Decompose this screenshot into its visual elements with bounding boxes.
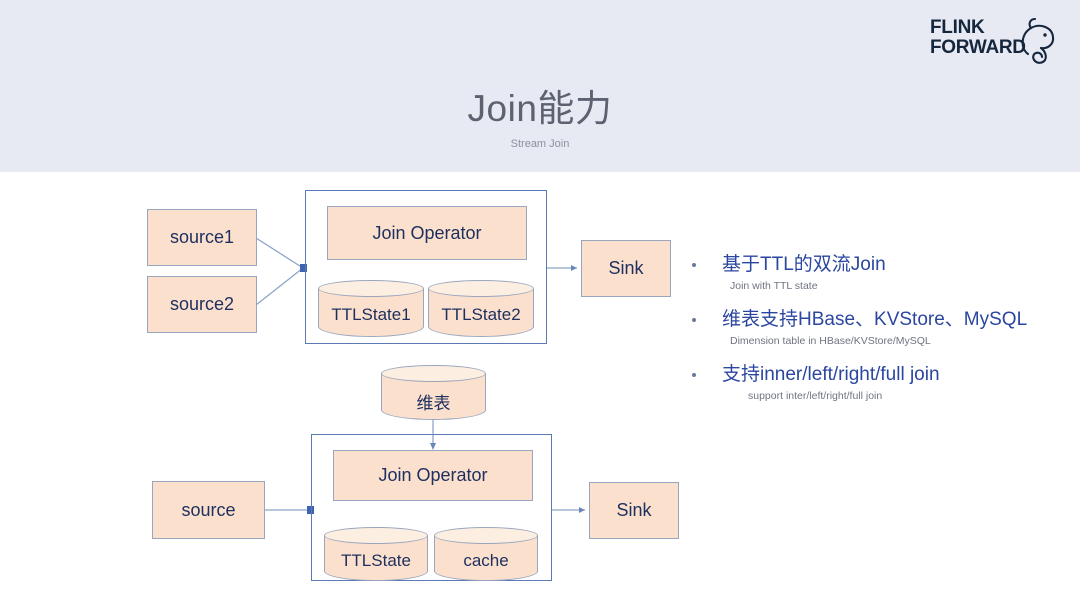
node-sink-bottom-label: Sink [616, 500, 652, 520]
logo-wordmark: FLINK FORWARD [930, 18, 1026, 58]
node-join-operator-top[interactable]: Join Operator [327, 206, 527, 260]
node-sink-top-label: Sink [608, 258, 644, 278]
node-source2[interactable]: source2 [147, 276, 257, 333]
bullet-sub-text: Join with TTL state [730, 280, 818, 292]
join-operator-container-bottom [311, 434, 552, 581]
bullet-main-text: 维表支持HBase、KVStore、MySQL [722, 309, 1028, 330]
bullet-dot-icon [692, 318, 696, 322]
bullet-main-text: 基于TTL的双流Join [722, 254, 886, 275]
cylinder-ttlstate1-label: TTLState1 [331, 305, 411, 324]
logo-line-1: FLINK [930, 17, 985, 38]
node-sink-top[interactable]: Sink [581, 240, 671, 297]
bullet-main-text: 支持inner/left/right/full join [722, 364, 940, 385]
cylinder-ttlstate2-body [428, 289, 534, 337]
squirrel-icon [1014, 14, 1060, 71]
cylinder-ttlstate2-top [428, 280, 534, 297]
cylinder-ttlstate2-label: TTLState2 [441, 305, 521, 324]
page-title: Join能力 [467, 88, 613, 129]
cylinder-ttlstate-label: TTLState [341, 551, 411, 570]
bullet-dot-icon [692, 373, 696, 377]
cylinder-dimension-table-top [381, 365, 486, 382]
cylinder-ttlstate2[interactable]: TTLState2 [428, 280, 534, 337]
node-source1[interactable]: source1 [147, 209, 257, 266]
bullet-sub-text: support inter/left/right/full join [748, 390, 883, 402]
bullet-sub-text: Dimension table in HBase/KVStore/MySQL [730, 335, 931, 347]
node-source1-label: source1 [169, 227, 235, 247]
node-source2-label: source2 [169, 294, 235, 314]
header-band [0, 0, 1080, 172]
cylinder-cache-top [434, 527, 538, 544]
cylinder-ttlstate[interactable]: TTLState [324, 527, 428, 581]
flink-forward-logo: FLINK FORWARD [930, 12, 1058, 68]
bullet-dot-icon [692, 263, 696, 267]
page-subtitle: Stream Join [510, 138, 570, 150]
node-sink-bottom[interactable]: Sink [589, 482, 679, 539]
cylinder-cache-label: cache [463, 551, 509, 570]
cylinder-cache[interactable]: cache [434, 527, 538, 581]
cylinder-ttlstate-top [324, 527, 428, 544]
cylinder-ttlstate1-body [318, 289, 424, 337]
cylinder-ttlstate1[interactable]: TTLState1 [318, 280, 424, 337]
node-source[interactable]: source [152, 481, 265, 539]
bullet-item-ttl-join: 基于TTL的双流Join Join with TTL state [690, 252, 1050, 292]
cylinder-ttlstate1-top [318, 280, 424, 297]
bullet-item-dimension-table: 维表支持HBase、KVStore、MySQL Dimension table … [690, 307, 1050, 347]
feature-bullet-list: 基于TTL的双流Join Join with TTL state 维表支持HBa… [690, 252, 1050, 417]
node-join-operator-bottom-label: Join Operator [378, 465, 488, 485]
node-join-operator-top-label: Join Operator [372, 222, 482, 243]
logo-line-2: FORWARD [930, 37, 1026, 58]
cylinder-dimension-table[interactable]: 维表 [381, 365, 486, 420]
cylinder-dimension-table-label: 维表 [416, 394, 451, 413]
bullet-item-join-types: 支持inner/left/right/full join support int… [690, 362, 1050, 402]
node-join-operator-bottom[interactable]: Join Operator [333, 450, 533, 501]
join-operator-container-top [305, 190, 547, 344]
node-source-label: source [181, 499, 236, 520]
